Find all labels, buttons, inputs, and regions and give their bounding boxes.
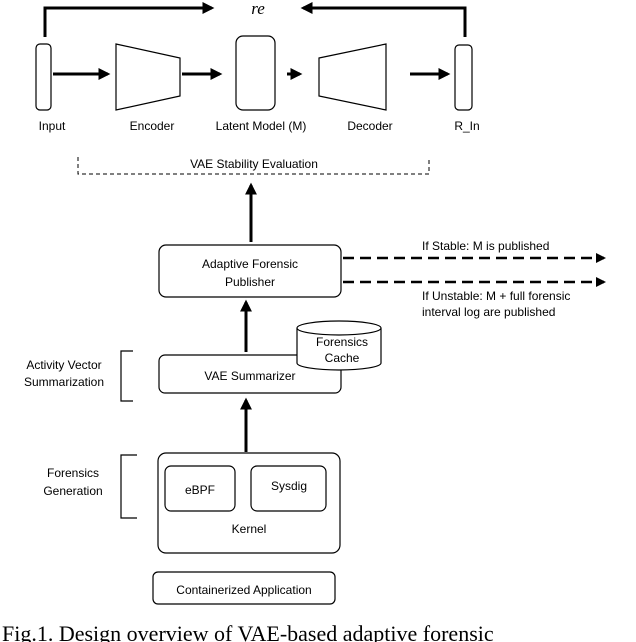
encoder-block: [115, 43, 181, 111]
kernel-label: Kernel: [232, 522, 267, 536]
ebpf-label: eBPF: [185, 483, 215, 497]
summarization-label-line2: Summarization: [24, 375, 104, 389]
reconstructed-input-block: [454, 44, 473, 111]
latent-model-block: [235, 35, 276, 111]
kernel: eBPF Sysdig Kernel: [157, 452, 341, 554]
feedback-arrow-left: [43, 2, 215, 37]
decoder-label: Decoder: [347, 119, 392, 133]
summarizer-box: [158, 354, 342, 394]
vae-pipeline: Input Encoder Latent Model (M) Decoder R…: [35, 35, 480, 133]
reconstruction-feedback: re: [43, 0, 467, 37]
publish-outputs: If Stable: M is published If Unstable: M…: [343, 239, 606, 319]
publisher-label-line2: Publisher: [225, 275, 275, 289]
generation-group: Forensics Generation: [43, 454, 137, 519]
encoder-label: Encoder: [130, 119, 175, 133]
input-block: [35, 43, 52, 111]
sysdig-box: [250, 465, 327, 512]
latent-model-label: Latent Model (M): [216, 119, 307, 133]
evaluation-bracket: [77, 157, 430, 175]
summarization-bracket: [120, 350, 133, 402]
generation-label-line1: Forensics: [47, 466, 99, 480]
unstable-output-label-line2: interval log are published: [422, 305, 555, 319]
generation-label-line2: Generation: [43, 484, 102, 498]
sysdig-label: Sysdig: [271, 479, 307, 493]
forensics-cache: Forensics Cache: [296, 320, 382, 371]
figure-caption: Fig.1. Design overview of VAE-based adap…: [2, 621, 494, 642]
summarization-group: Activity Vector Summarization: [24, 350, 133, 402]
containerized-application: Containerized Application: [152, 571, 336, 605]
adaptive-forensic-publisher: Adaptive Forensic Publisher: [158, 244, 342, 298]
application-label: Containerized Application: [176, 583, 311, 597]
summarization-label-line1: Activity Vector: [26, 358, 101, 372]
reconstruction-error-label: re: [251, 0, 265, 18]
stable-output-label: If Stable: M is published: [422, 239, 549, 253]
input-label: Input: [39, 119, 66, 133]
application-box: [152, 571, 336, 605]
cache-body: [296, 328, 382, 371]
vae-summarizer: VAE Summarizer: [158, 354, 342, 394]
cache-top: [296, 320, 382, 336]
ebpf-box: [164, 465, 236, 512]
publisher-label-line1: Adaptive Forensic: [202, 257, 298, 271]
stability-evaluation: VAE Stability Evaluation: [77, 157, 430, 175]
evaluation-label: VAE Stability Evaluation: [190, 157, 318, 171]
feedback-arrow-right: [300, 1, 467, 37]
cache-label-line2: Cache: [325, 351, 360, 365]
summarizer-label: VAE Summarizer: [204, 369, 295, 383]
generation-bracket: [120, 454, 137, 519]
reconstructed-input-label: R_In: [454, 119, 479, 133]
decoder-block: [318, 43, 387, 111]
unstable-output-label-line1: If Unstable: M + full forensic: [422, 289, 570, 303]
cache-label-line1: Forensics: [316, 335, 368, 349]
publisher-box: [158, 244, 342, 298]
